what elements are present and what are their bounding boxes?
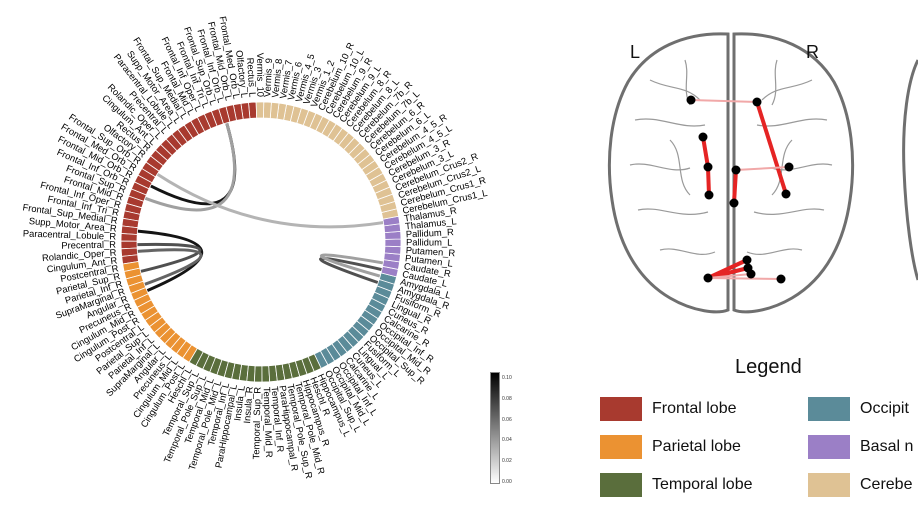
legend-swatch <box>808 397 850 421</box>
left-hemisphere-outline <box>607 32 730 314</box>
brain-edge <box>690 99 758 103</box>
legend-label: Occipit <box>860 400 909 417</box>
right-hemisphere-label: R <box>806 42 819 62</box>
region-segment-insula-r <box>246 364 256 383</box>
brain-node <box>704 190 714 200</box>
colorbar-tick: 0.00 <box>502 479 512 485</box>
brain-node <box>731 165 741 175</box>
colorbar-tick: 0.08 <box>502 395 512 402</box>
brain-node <box>784 162 794 172</box>
region-segment-pallidum-l <box>384 238 402 248</box>
brain-edge <box>707 266 749 280</box>
brain-edge <box>707 273 752 279</box>
connection-caudate-l-to-amygdala-r <box>319 256 383 285</box>
legend-title: Legend <box>735 356 802 378</box>
connection-caudate-r-to-amygdala-l <box>319 253 384 278</box>
brain-axial-view <box>607 32 918 314</box>
region-labels: Rectus_LOlfactory_LFrontal_Med_Orb_LFron… <box>22 15 488 479</box>
chord-links <box>136 122 384 293</box>
region-label: Precentral_R <box>61 239 116 251</box>
region-label: Temporal_Sup_R <box>250 387 262 460</box>
region-segment-vermis-9 <box>263 101 272 119</box>
brain-connections <box>690 99 790 280</box>
colorbar-tick: 0.02 <box>502 458 512 465</box>
region-label: Pallidum_L <box>406 236 452 247</box>
connection-frontal-sup-orb-r-to-thalamus-r <box>156 172 384 229</box>
brain-node <box>703 162 713 172</box>
legend-item-occipital: Occipit <box>808 396 909 422</box>
region-segment-supp-motor-area-r <box>120 225 139 235</box>
brain-node <box>703 273 713 283</box>
legend-swatch <box>808 473 850 497</box>
legend-item-frontal: Frontal lobe <box>600 396 737 422</box>
colorbar <box>490 372 500 484</box>
brain-edge <box>706 166 711 196</box>
brain-edge <box>707 277 782 280</box>
region-label: Thalamus_L <box>405 215 457 231</box>
brain-edge <box>735 166 790 171</box>
brain-node <box>752 97 762 107</box>
region-label: Temporal_Mid_R <box>262 387 275 458</box>
brain-node <box>729 198 739 208</box>
region-label: Insula_R <box>241 386 255 424</box>
left-hemisphere-label: L <box>630 42 641 62</box>
brain-node <box>686 95 696 105</box>
region-segments <box>120 101 402 383</box>
brain-node <box>746 269 756 279</box>
legend-label: Basal n <box>860 438 914 455</box>
legend-swatch <box>600 397 642 421</box>
region-label: Putamen_L <box>405 252 454 268</box>
colorbar-tick: 0.04 <box>502 437 512 444</box>
region-label: Insula_L <box>231 385 246 422</box>
legend-item-basal: Basal n <box>808 434 913 460</box>
brain-node <box>776 274 786 284</box>
brain-edge <box>701 136 710 168</box>
chord-diagram: Rectus_LOlfactory_LFrontal_Med_Orb_LFron… <box>22 15 488 479</box>
legend-item-cerebellum: Cerebe <box>808 472 912 498</box>
legend-item-temporal: Temporal lobe <box>600 472 753 498</box>
brain-nodes <box>686 95 794 284</box>
brain-node <box>698 132 708 142</box>
legend-label: Cerebe <box>860 476 913 493</box>
colorbar-tick: 0.06 <box>502 416 512 423</box>
brain-edge <box>732 169 738 204</box>
region-label: Vermis_10 <box>255 53 266 97</box>
region-segment-paracentral-lobule-r <box>120 233 138 242</box>
legend-swatch <box>600 473 642 497</box>
region-label: Vermis_9 <box>261 58 274 98</box>
region-segment-putamen-r <box>384 245 402 255</box>
right-edge-brain-partial <box>902 59 918 281</box>
legend-item-parietal: Parietal lobe <box>600 434 741 460</box>
legend-swatch <box>808 435 850 459</box>
legend-label: Frontal lobe <box>652 400 737 417</box>
region-label: Putamen_R <box>405 244 455 258</box>
right-hemisphere-outline <box>732 32 855 314</box>
connection-precentral-r-to-parietal-sup-r <box>136 242 202 273</box>
region-label: Pallidum_R <box>406 226 455 239</box>
connection-frontal-inf-orb-l-to-frontal-sup-r <box>144 122 236 212</box>
region-segment-temporal-sup-r <box>253 365 263 383</box>
region-label: Vermis_8 <box>269 58 284 98</box>
brain-node <box>742 255 752 265</box>
colorbar-tick: 0.10 <box>502 375 512 381</box>
connection-supp-motor-area-r-to-angular-r <box>137 229 204 293</box>
region-label: Paracentral_Lobule_R <box>23 228 117 242</box>
region-segment-vermis-10 <box>255 101 265 119</box>
region-label: Rectus_L <box>245 57 258 97</box>
region-segment-precentral-r <box>120 240 138 250</box>
legend-label: Parietal lobe <box>652 438 741 455</box>
connection-rolandic-oper-r-to-supramarginal-r <box>137 248 203 286</box>
brain-edge <box>755 101 788 195</box>
brain-node <box>781 189 791 199</box>
legend-swatch <box>600 435 642 459</box>
legend-label: Temporal lobe <box>652 476 753 493</box>
